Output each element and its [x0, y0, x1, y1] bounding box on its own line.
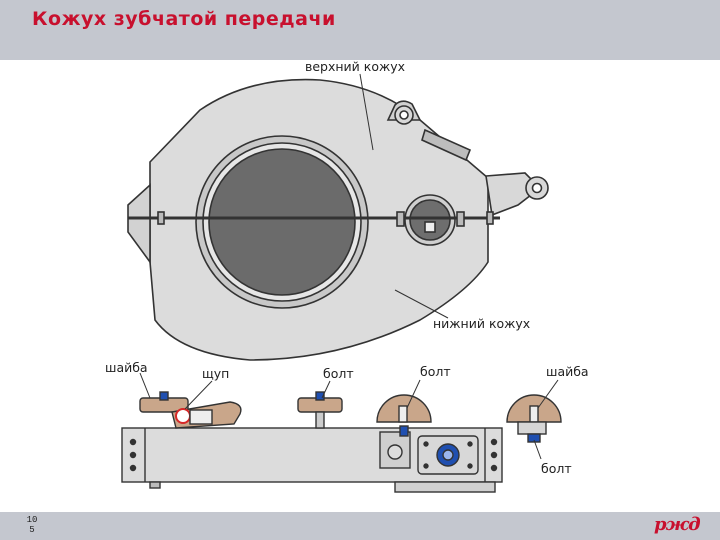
label-bolt-3: болт [541, 461, 572, 476]
rzd-logo: ржд [654, 514, 701, 535]
title-bar [0, 0, 720, 60]
lower-leaders [139, 372, 559, 460]
left-flange [127, 183, 151, 265]
upper-leaders [359, 73, 449, 319]
label-washer-right: шайба [546, 364, 589, 379]
label-bolt-1: болт [323, 366, 354, 381]
breather-block [421, 128, 472, 162]
label-upper-cover: верхний кожух [305, 59, 405, 74]
label-lower-cover: нижний кожух [433, 316, 530, 331]
bottom-bar [0, 512, 720, 540]
page-number: 10 5 [26, 515, 38, 535]
label-probe: щуп [202, 366, 229, 381]
small-gear [409, 199, 451, 241]
label-bolt-2: болт [420, 364, 451, 379]
fastening-drawing [121, 391, 562, 493]
slide-title: Кожух зубчатой передачи [32, 8, 336, 30]
large-gear [208, 148, 356, 296]
label-washer-left: шайба [105, 360, 148, 375]
housing-drawing [127, 78, 549, 361]
